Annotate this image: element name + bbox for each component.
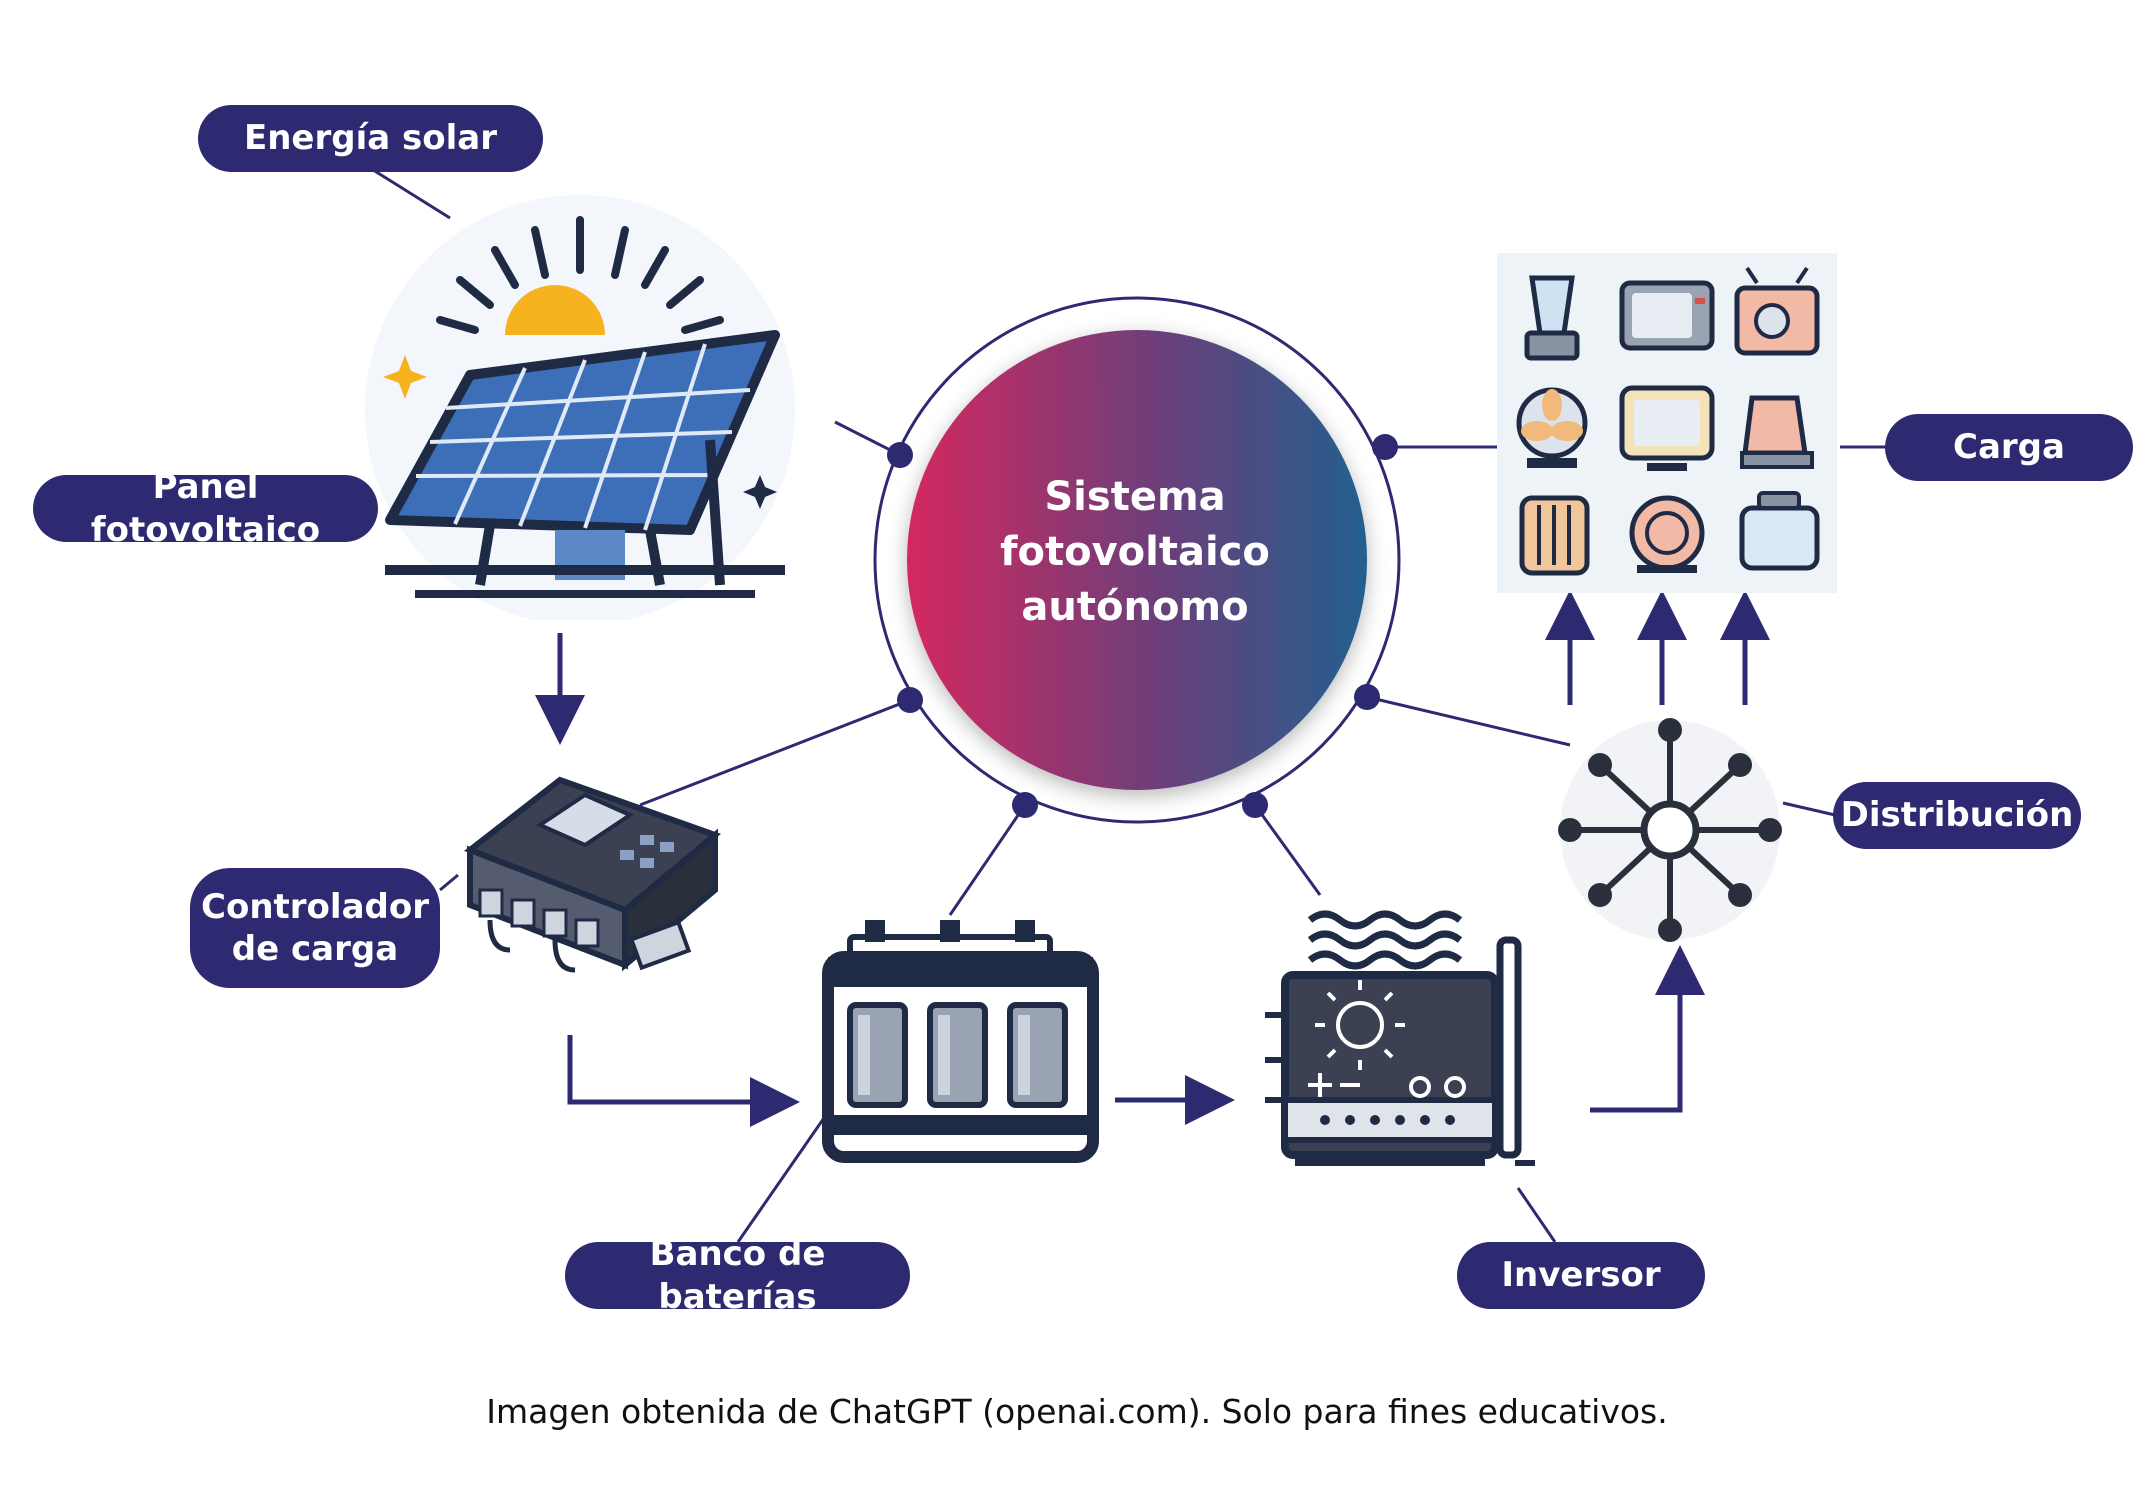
label-controlador-line: Controlador [201,886,429,927]
leader-inverter-pill [1516,1187,1557,1243]
center-title-line: fotovoltaico [1000,529,1270,575]
leader-solar [369,166,451,220]
label-panel-fotovoltaico: Panel fotovoltaico [33,467,378,550]
speaker-icon [1629,495,1705,573]
ring-dot [887,442,913,468]
center-title: Sistema fotovoltaico autónomo [905,470,1365,635]
toaster-icon [1739,491,1820,571]
center-hub [907,330,1367,790]
leader-hub-controller [639,698,911,807]
arrow-controller-to-battery [567,1035,800,1127]
ring-dot [1354,684,1380,710]
heater-icon [1519,495,1590,576]
caption: Imagen obtenida de ChatGPT (openai.com).… [486,1392,1668,1431]
label-controlador-line: de carga [231,929,399,969]
inverter-icon [1265,910,1535,1166]
appliance-grid-icon [1497,253,1837,593]
label-banco-de-baterias: Banco de baterías [565,1234,910,1317]
leader-distribution-pill [1782,801,1836,817]
label-inversor: Inversor [1457,1242,1705,1309]
arrow-inverter-to-distribution [1590,945,1705,1113]
ring-dot [1012,792,1038,818]
ring-dot [897,687,923,713]
tv-icon [1619,280,1715,351]
label-controlador-de-carga: Controlador de carga [190,868,440,988]
battery-bank-icon [822,920,1099,1163]
label-carga: Carga [1885,414,2133,481]
sun-icon [383,216,777,509]
label-distribucion: Distribución [1833,782,2081,849]
label-energia-solar: Energía solar [198,105,543,172]
outer-ring [873,296,1401,824]
center-title-line: Sistema [1044,474,1226,520]
oven-icon [1734,266,1820,356]
fan-icon [1516,387,1588,468]
leader-hub-distribution [1366,695,1571,747]
charge-controller-icon [463,776,721,973]
leader-hub-battery [948,804,1027,916]
monitor-icon [1619,385,1715,471]
kettle-icon [1740,395,1814,469]
center-title-line: autónomo [1021,584,1249,630]
leader-controller-pill [439,873,459,892]
ring-dot [1242,792,1268,818]
solar-panel-icon [365,195,795,620]
blender-icon [1524,275,1580,361]
leader-hub-inverter [1253,804,1322,896]
distribution-hub-icon [1558,718,1782,942]
ring-dot [1372,434,1398,460]
